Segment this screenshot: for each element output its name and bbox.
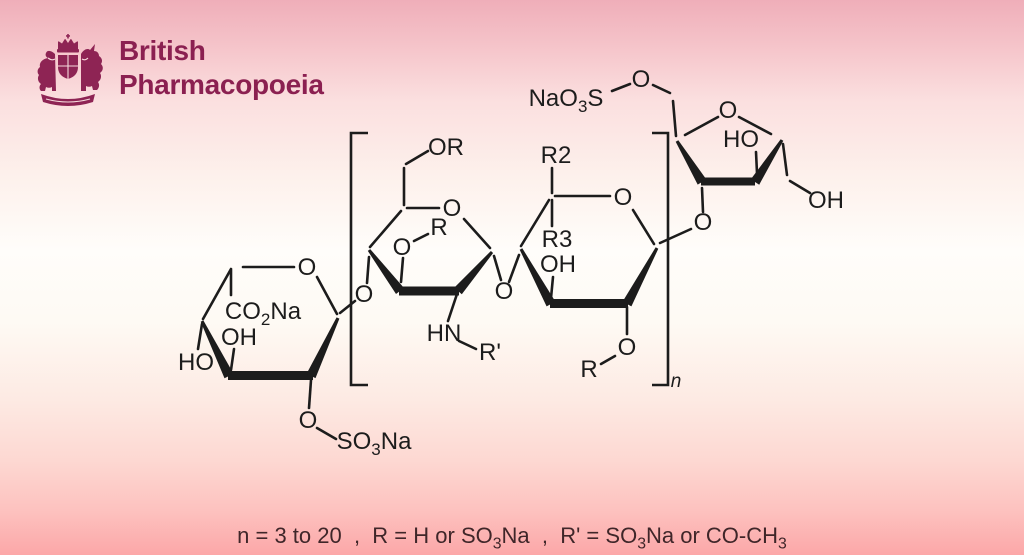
atom-label-glycosidic-o-01: O xyxy=(355,281,374,308)
atom-label-r-prime: R' xyxy=(479,339,501,366)
atom-label-glycosidic-o-12: O xyxy=(495,278,514,305)
bp-logo-text: British Pharmacopoeia xyxy=(119,34,324,102)
atom-label-ring1-r: R xyxy=(430,214,447,241)
legend: n = 3 to 20 , R = H or SO3Na , R' = SO3N… xyxy=(0,466,1024,555)
legend-line-1: n = 3 to 20 , R = H or SO3Na , R' = SO3N… xyxy=(237,523,787,553)
bp-logo-line2: Pharmacopoeia xyxy=(119,69,324,100)
right-bracket xyxy=(652,131,670,387)
left-bracket xyxy=(349,131,368,387)
atom-label-nao3s: NaO3S xyxy=(529,85,604,116)
atom-label-glycosidic-o-23: O xyxy=(694,209,713,236)
atom-label-or: OR xyxy=(428,134,464,161)
atom-label-left-o-bottom: O xyxy=(299,407,318,434)
bonds xyxy=(196,82,812,441)
atom-label-furanose-ring-o: O xyxy=(719,97,738,124)
atom-label-so3na: SO3Na xyxy=(337,428,412,459)
bp-logo: British Pharmacopoeia xyxy=(28,33,324,109)
atom-label-ring2-r: R xyxy=(580,356,597,383)
atom-label-r3: R3 xyxy=(542,226,573,253)
atom-label-ring1-ring-o: O xyxy=(443,195,462,222)
repeat-brackets xyxy=(349,131,670,387)
bp-logo-line1: British xyxy=(119,35,206,66)
bold-bonds xyxy=(200,139,784,380)
atom-label-sulfate-o: O xyxy=(632,66,651,93)
atom-label-left-ho: HO xyxy=(178,349,214,376)
atom-label-ring2-ring-o: O xyxy=(614,184,633,211)
atom-label-r2: R2 xyxy=(541,142,572,169)
atom-label-ring2-oh: OH xyxy=(540,251,576,278)
atom-label-ring2-o-bottom: O xyxy=(618,334,637,361)
atom-label-ring1-o3: O xyxy=(393,234,412,261)
atom-label-left-ring-o: O xyxy=(298,254,317,281)
atom-labels: NaO3S O O HO OH R2 R3 OH O O O R n OR O … xyxy=(178,66,844,459)
atom-label-furanose-ho: HO xyxy=(723,126,759,153)
atom-label-hn: HN xyxy=(427,320,462,347)
atom-label-furanose-oh: OH xyxy=(808,187,844,214)
atom-label-left-oh: OH xyxy=(221,324,257,351)
royal-crest-icon xyxy=(37,34,103,106)
repeat-n-label: n xyxy=(671,371,682,392)
atom-label-co2na: CO2Na xyxy=(225,298,302,329)
